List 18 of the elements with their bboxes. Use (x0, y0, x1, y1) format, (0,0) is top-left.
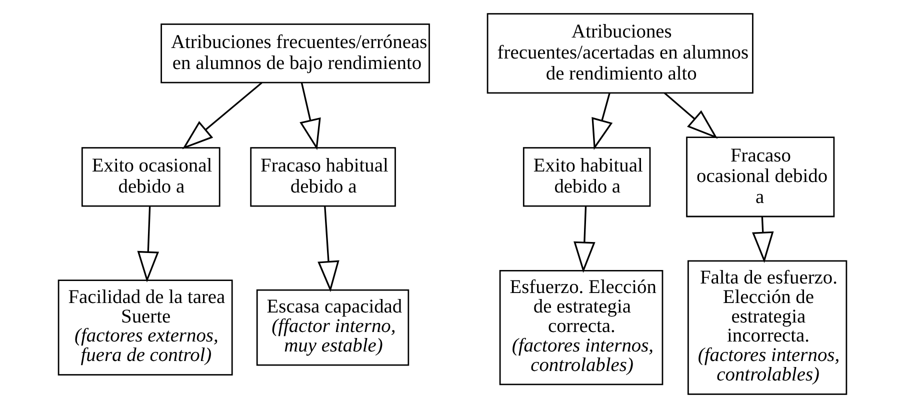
arrow (663, 92, 718, 139)
arrow (591, 92, 612, 150)
node-box: Fracaso ocasional debido a (686, 136, 834, 218)
node-box: Exito habitual debido a (522, 147, 650, 207)
node-box: Esfuerzo. Elección de estrategia correcta. (factores internos, controlables) (498, 270, 663, 386)
node-box: Facilidad de la tarea Suerte (factores externos, fuera de control) (57, 280, 232, 376)
node-box: Falta de esfuerzo. Elección de estrategia incorrecta. (factores internos, controlables) (686, 260, 847, 395)
arrow (317, 206, 339, 292)
arrow (752, 216, 774, 263)
arrow (299, 82, 320, 150)
node-box: Atribuciones frecuentes/erróneas en alumnos de bajo rendimiento (160, 24, 430, 84)
arrow (182, 82, 262, 150)
arrow (136, 206, 159, 282)
node-box: Exito ocasional debido a (80, 147, 220, 207)
node-box: Fracaso habitual debido a (250, 147, 396, 207)
node-box: Atribuciones frecuentes/acertadas en alumnos de rendimiento alto (486, 13, 753, 94)
arrow (573, 206, 595, 273)
node-box: Escasa capacidad (ffactor interno, muy estable) (256, 289, 409, 366)
